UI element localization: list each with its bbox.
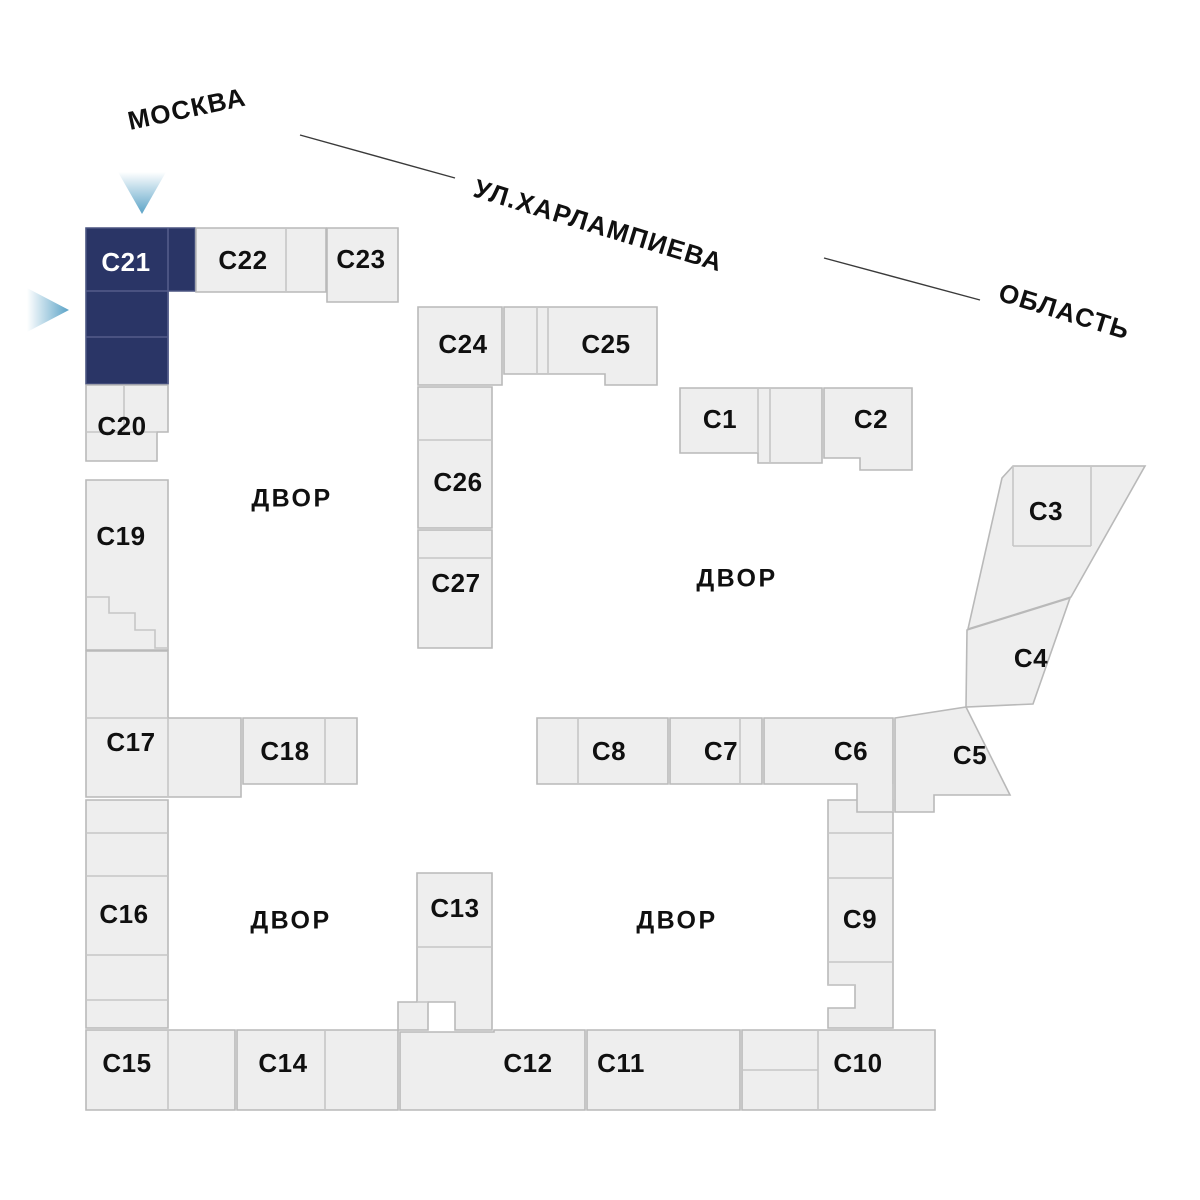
block-shape-c11[interactable] bbox=[586, 1029, 741, 1111]
block-c7[interactable]: C7 bbox=[669, 717, 763, 785]
block-label-c7: C7 bbox=[704, 736, 738, 766]
block-shape-c19[interactable] bbox=[85, 479, 169, 651]
block-c1[interactable]: C1 bbox=[679, 387, 823, 464]
direction-arrows-group bbox=[27, 172, 166, 332]
block-shape-c7[interactable] bbox=[669, 717, 763, 785]
block-label-c15: C15 bbox=[102, 1048, 151, 1078]
block-c18[interactable]: C18 bbox=[242, 717, 358, 785]
block-label-c3: C3 bbox=[1029, 496, 1063, 526]
leader-line-moscow-to-street bbox=[299, 134, 456, 179]
block-shape-c26[interactable] bbox=[417, 386, 493, 529]
block-c12[interactable]: C12 bbox=[399, 1029, 586, 1111]
block-label-c14: C14 bbox=[258, 1048, 307, 1078]
block-shape-c22[interactable] bbox=[195, 227, 327, 293]
block-label-c8: C8 bbox=[592, 736, 626, 766]
block-shape-c12[interactable] bbox=[399, 1029, 586, 1111]
block-label-c19: C19 bbox=[96, 521, 145, 551]
yard-label-yard-bottom-right: ДВОР bbox=[636, 907, 717, 935]
block-shape-c18[interactable] bbox=[242, 717, 358, 785]
block-label-c2: C2 bbox=[854, 404, 888, 434]
block-label-c24: C24 bbox=[438, 329, 487, 359]
block-c19[interactable]: C19 bbox=[85, 479, 169, 651]
block-shape-c1[interactable] bbox=[679, 387, 823, 464]
block-shape-c10[interactable] bbox=[741, 1029, 936, 1111]
yard-label-yard-top-right: ДВОР bbox=[696, 565, 777, 593]
block-shape-c27[interactable] bbox=[417, 529, 493, 649]
block-label-c16: C16 bbox=[99, 899, 148, 929]
block-c22[interactable]: C22 bbox=[195, 227, 327, 293]
block-c11[interactable]: C11 bbox=[586, 1029, 741, 1111]
block-c26[interactable]: C26 bbox=[417, 386, 493, 529]
block-c3[interactable]: C3 bbox=[966, 465, 1147, 631]
block-c20[interactable]: C20 bbox=[85, 384, 169, 462]
block-c6[interactable]: C6 bbox=[763, 717, 894, 813]
west-arrow bbox=[27, 288, 69, 332]
block-label-c13: C13 bbox=[430, 893, 479, 923]
block-label-c27: C27 bbox=[431, 568, 480, 598]
block-label-c18: C18 bbox=[260, 736, 309, 766]
block-c9[interactable]: C9 bbox=[827, 799, 894, 1029]
block-divider-c19-0 bbox=[86, 596, 168, 649]
block-shape-c17[interactable] bbox=[85, 650, 242, 798]
block-shape-c16[interactable] bbox=[85, 799, 169, 1029]
block-shape-c23[interactable] bbox=[326, 227, 399, 303]
block-shape-c24[interactable] bbox=[417, 306, 503, 386]
block-c27[interactable]: C27 bbox=[417, 529, 493, 649]
block-shape-c6[interactable] bbox=[763, 717, 894, 813]
block-label-c6: C6 bbox=[834, 736, 868, 766]
block-label-c1: C1 bbox=[703, 404, 737, 434]
block-c24[interactable]: C24 bbox=[417, 306, 503, 386]
block-c17[interactable]: C17 bbox=[85, 650, 242, 798]
block-shape-c15[interactable] bbox=[85, 1029, 236, 1111]
block-label-c11: C11 bbox=[597, 1048, 645, 1078]
block-label-c17: C17 bbox=[106, 727, 155, 757]
north-arrow bbox=[118, 172, 166, 214]
block-c25[interactable]: C25 bbox=[503, 306, 658, 386]
block-label-c21: C21 bbox=[101, 247, 150, 277]
block-c23[interactable]: C23 bbox=[326, 227, 399, 303]
block-c5[interactable]: C5 bbox=[894, 706, 1012, 813]
block-label-c4: C4 bbox=[1014, 643, 1048, 673]
block-label-c22: C22 bbox=[218, 245, 267, 275]
block-label-c23: C23 bbox=[336, 244, 385, 274]
block-c14[interactable]: C14 bbox=[236, 1029, 399, 1111]
block-label-c20: C20 bbox=[97, 411, 146, 441]
block-c13[interactable]: C13 bbox=[397, 872, 493, 1031]
block-c16[interactable]: C16 bbox=[85, 799, 169, 1029]
block-label-c26: C26 bbox=[433, 467, 482, 497]
block-c10[interactable]: C10 bbox=[741, 1029, 936, 1111]
block-shape-c14[interactable] bbox=[236, 1029, 399, 1111]
block-shape-c2[interactable] bbox=[823, 387, 913, 471]
block-label-c25: C25 bbox=[581, 329, 630, 359]
block-shape-c8[interactable] bbox=[536, 717, 669, 785]
block-label-c10: C10 bbox=[833, 1048, 882, 1078]
leader-line-street-to-region bbox=[823, 257, 981, 301]
block-label-c5: C5 bbox=[953, 740, 987, 770]
block-label-c9: C9 bbox=[843, 904, 877, 934]
block-c15[interactable]: C15 bbox=[85, 1029, 236, 1111]
block-c2[interactable]: C2 bbox=[823, 387, 913, 471]
block-shape-c25[interactable] bbox=[503, 306, 658, 386]
yard-label-yard-top-left: ДВОР bbox=[251, 485, 332, 513]
leader-lines-group bbox=[299, 134, 981, 301]
block-c21[interactable]: C21 bbox=[85, 227, 196, 385]
yard-labels-group: ДВОР ДВОР ДВОР ДВОР bbox=[250, 485, 777, 935]
block-c8[interactable]: C8 bbox=[536, 717, 669, 785]
block-label-c12: C12 bbox=[503, 1048, 552, 1078]
yard-label-yard-bottom-left: ДВОР bbox=[250, 907, 331, 935]
